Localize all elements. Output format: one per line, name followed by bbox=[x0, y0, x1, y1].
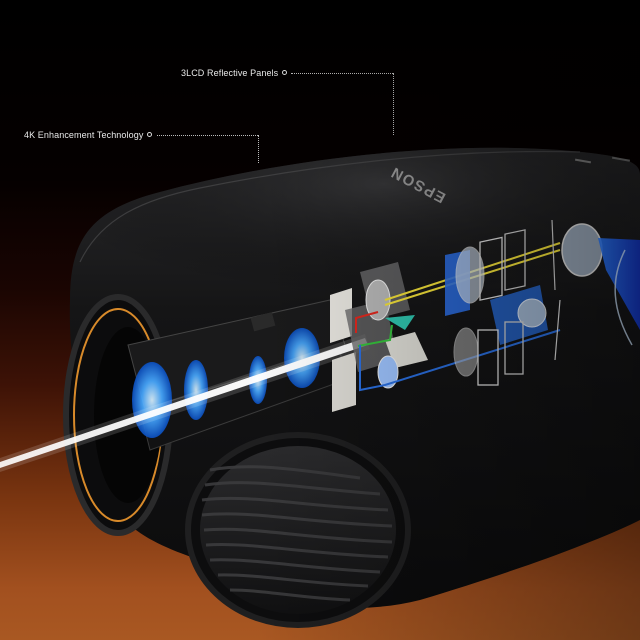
callout-3lcd-reflective-panels: 3LCD Reflective Panels bbox=[181, 68, 288, 78]
callout-dot-icon bbox=[147, 132, 153, 138]
callout-label: 4K Enhancement Technology bbox=[24, 130, 144, 140]
callout-4k-enhancement-technology: 4K Enhancement Technology bbox=[24, 130, 153, 140]
callout-label: 3LCD Reflective Panels bbox=[181, 68, 279, 78]
leader-line bbox=[393, 73, 394, 135]
callout-dot-icon bbox=[282, 70, 288, 76]
leader-line bbox=[157, 135, 258, 136]
leader-line bbox=[291, 73, 393, 74]
leader-line bbox=[258, 135, 259, 163]
